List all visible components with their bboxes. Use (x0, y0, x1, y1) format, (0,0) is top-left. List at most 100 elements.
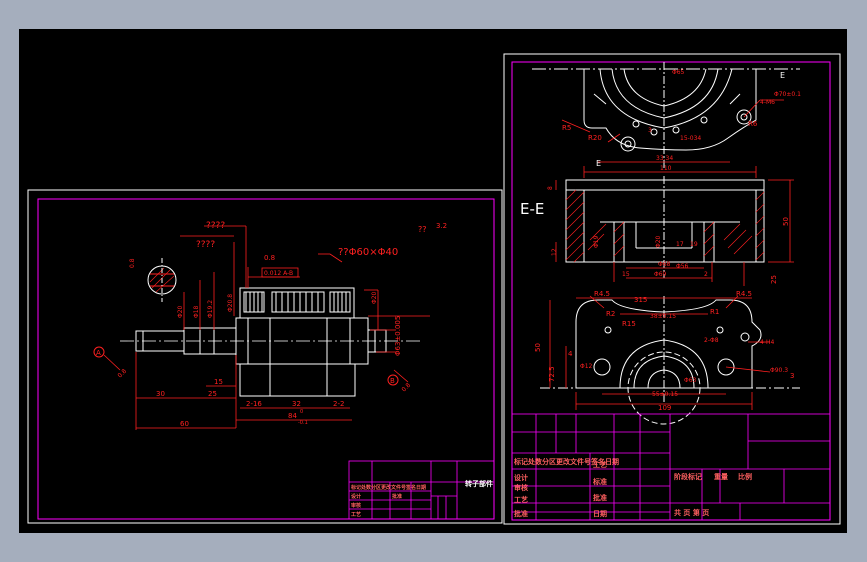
label-d3b: 3 (790, 372, 794, 380)
label-r1: R1 (710, 308, 719, 316)
label-h4: 4-H4 (760, 339, 774, 346)
label-phi69: Φ69 (654, 271, 667, 278)
label-r5: R5 (562, 124, 571, 132)
label-tolerance: 0.012 A-B (264, 270, 293, 277)
label-w315: 315 (634, 296, 647, 304)
label-d-key: 0.8 (129, 258, 136, 268)
label-d2: Φ19.2 (207, 300, 214, 318)
label-h8: 8 (547, 186, 554, 190)
label-phi19: Φ19 (593, 235, 600, 248)
left-tb-row4: 批准 (392, 493, 402, 500)
tolerance-frame (261, 267, 299, 278)
label-datum-a: A (96, 349, 101, 357)
right-dimension-lines (549, 99, 794, 410)
label-r15: R15 (622, 320, 636, 328)
label-q2: ???? (196, 240, 215, 250)
right-sheet: E-E E E Φ65 Φ70±0.1 4-M6 R5 R20 R6 3 15-… (503, 53, 841, 525)
left-sheet-border (37, 198, 495, 520)
model-space (19, 29, 847, 533)
label-r45b: R4.5 (736, 290, 752, 298)
label-d725: 72.5 (548, 366, 556, 382)
label-dim-84t: 0 (300, 409, 303, 415)
label-d38: 38±0.15 (650, 313, 676, 320)
right-tb-mid: 阶段标记 (674, 472, 702, 481)
label-shaft-note: ??Φ60×Φ40 (338, 247, 398, 258)
label-d4: 4 (568, 350, 573, 358)
bottom-view (540, 296, 800, 425)
right-tb-col2-0: 工艺 (593, 460, 607, 469)
label-h50: 50 (782, 217, 790, 226)
label-dim-2x16: 2-16 (246, 400, 262, 408)
label-phi68: Φ68 (658, 261, 671, 268)
right-title-block (511, 413, 831, 521)
label-dim-30: 30 (156, 390, 165, 398)
label-d-b: 0.8 (400, 382, 412, 394)
label-phi56: Φ56 (676, 263, 689, 270)
label-d1: Φ18 (193, 305, 200, 318)
label-d-left: Φ20 (177, 305, 184, 318)
label-d1534: 15-034 (680, 135, 701, 142)
label-d2: 2 (704, 271, 708, 278)
section-e-e (565, 176, 765, 278)
label-d19: 19 (690, 241, 698, 248)
label-d-a: 0.8 (116, 368, 128, 380)
label-d3: Φ20.8 (227, 294, 234, 312)
label-roughness: 0.8 (264, 254, 275, 262)
left-sheet-frame (27, 189, 503, 524)
label-h12: 12 (551, 248, 558, 256)
right-tb-col2-1: 标准 (592, 477, 607, 486)
label-w3334: 33.34 (656, 155, 673, 162)
label-phi70: Φ70±0.1 (774, 91, 801, 98)
right-tb-row3: 批准 (514, 509, 528, 518)
label-r20: R20 (588, 134, 602, 142)
right-tb-row0: 设计 (514, 473, 528, 482)
left-tb-row1: 设计 (351, 493, 361, 500)
label-r2: R2 (606, 310, 615, 318)
datum-a-circle (93, 346, 105, 358)
right-tb-mid3: 比例 (738, 472, 752, 481)
label-m6: 4-M6 (760, 99, 775, 106)
datum-b-circle (387, 374, 399, 386)
label-phi20: Φ20 (655, 235, 662, 248)
label-e-bottom: E (596, 159, 601, 168)
right-sheet-frame (503, 53, 841, 525)
label-dim-15: 15 (214, 378, 223, 386)
left-sheet: ???? ???? 0.8 0.012 A-B ??Φ60×Φ40 ?? 3.2… (27, 189, 503, 524)
label-d50: 50 (534, 343, 542, 352)
left-title-block (348, 460, 495, 520)
label-dim-60: 60 (180, 420, 189, 428)
label-d55: 55±0.15 (652, 391, 678, 398)
right-tb-row2: 工艺 (514, 495, 528, 504)
top-view (532, 62, 800, 168)
label-d109: 109 (658, 404, 671, 412)
label-datum-b: B (390, 377, 395, 385)
right-tb-header: 标记处数分区更改文件号签名日期 (513, 457, 619, 466)
label-q1: ???? (206, 221, 225, 231)
label-phi65: Φ65 (672, 69, 685, 76)
right-tb-col2-2: 批准 (593, 493, 607, 502)
keyway-section (147, 258, 177, 302)
label-section: E-E (520, 200, 544, 218)
label-r6: R6 (748, 120, 758, 128)
label-r45a: R4.5 (594, 290, 610, 298)
label-d3: 3 (648, 127, 652, 134)
label-corner-note: ?? (418, 225, 427, 234)
label-dim-25: 25 (208, 390, 217, 398)
right-tb-mid2: 重量 (714, 472, 728, 481)
label-e-top: E (780, 71, 785, 80)
label-dim-84b: -0.1 (298, 420, 308, 426)
section-hatch (565, 189, 765, 263)
label-h25: 25 (770, 275, 778, 284)
label-dim-2x2: 2-2 (333, 400, 344, 408)
label-d48: 2-Φ8 (704, 337, 719, 344)
right-tb-row1: 审核 (514, 483, 528, 492)
label-phi63: Φ63 (684, 377, 697, 384)
right-tb-col2-3: 日期 (593, 509, 607, 518)
left-title-name: 转子部件 (465, 479, 493, 488)
left-tb-row3: 工艺 (351, 511, 361, 518)
right-tb-footer: 共 页 第 页 (674, 508, 709, 517)
label-phi12: Φ12 (580, 363, 593, 370)
label-dim-84: 84 (288, 412, 297, 420)
label-w110: 110 (660, 165, 672, 172)
